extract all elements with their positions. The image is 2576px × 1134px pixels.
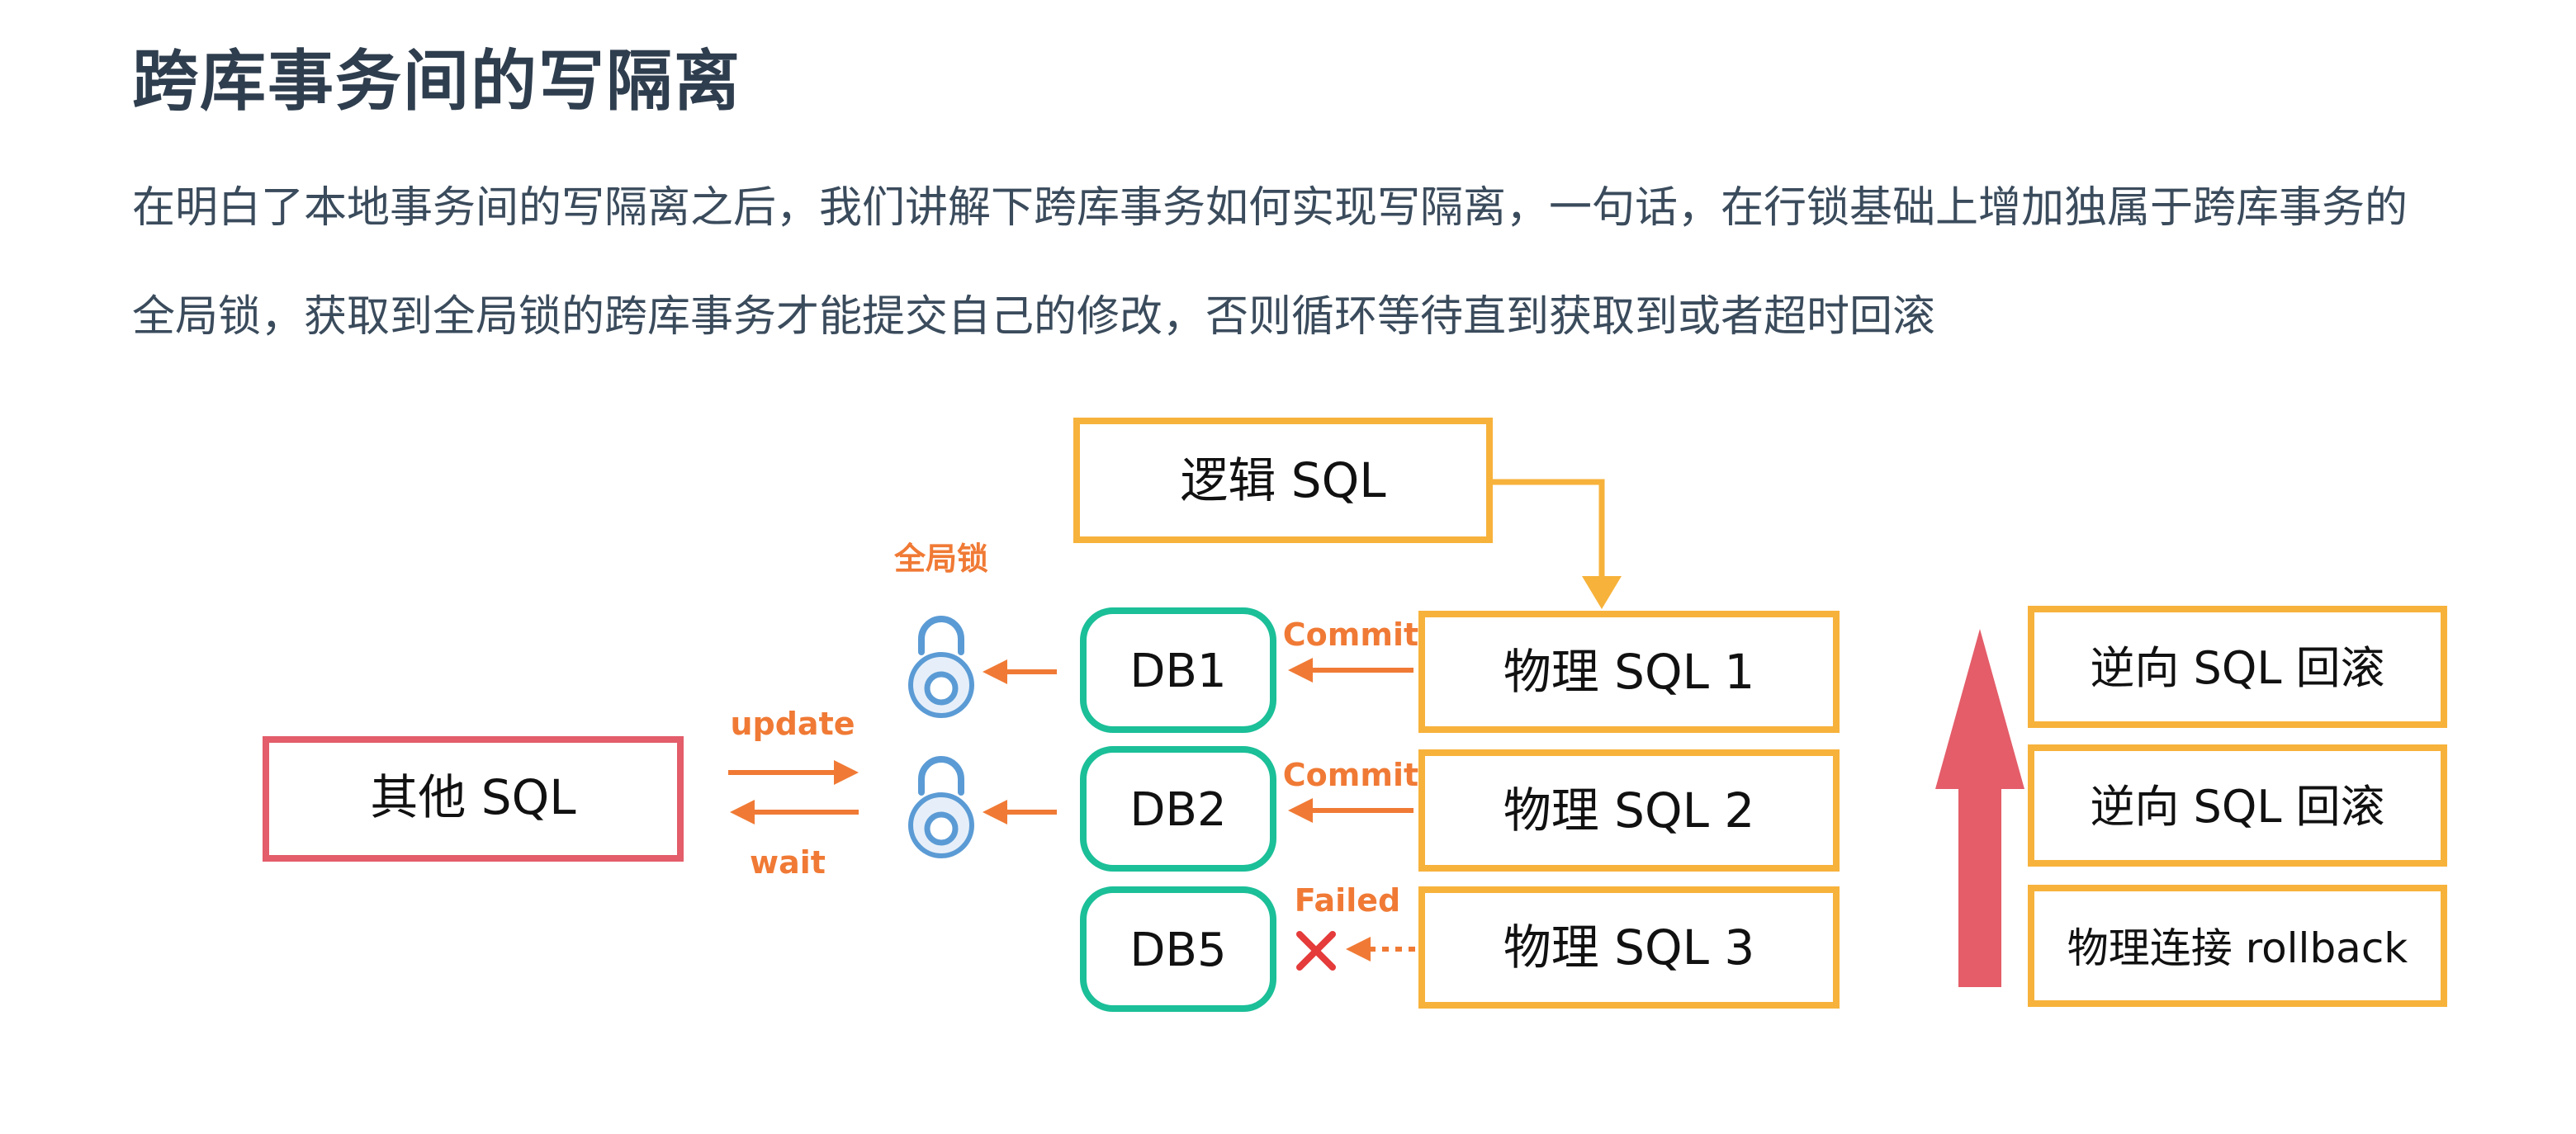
physical-sql-label: 物理 SQL 1 bbox=[1503, 644, 1755, 700]
other-sql-box: 其他 SQL bbox=[263, 736, 684, 862]
rollback-label: 逆向 SQL 回滚 bbox=[2090, 642, 2384, 694]
rollback-label: 物理连接 rollback bbox=[2067, 924, 2408, 972]
global-lock-label: 全局锁 bbox=[893, 541, 988, 577]
physical-sql-box-3: 物理 SQL 3 bbox=[1418, 886, 1840, 1009]
logical-sql-box: 逻辑 SQL bbox=[1073, 418, 1493, 543]
wait-label: wait bbox=[750, 844, 826, 881]
db-box-db2: DB2 bbox=[1080, 746, 1276, 872]
db-label: DB1 bbox=[1129, 645, 1226, 698]
lock-icon bbox=[908, 756, 974, 858]
fail-cross-icon bbox=[1296, 931, 1336, 971]
physical-sql-box-2: 物理 SQL 2 bbox=[1418, 749, 1840, 872]
rollback-box-1: 逆向 SQL 回滚 bbox=[2028, 606, 2447, 728]
logical-sql-label: 逻辑 SQL bbox=[1180, 452, 1385, 508]
paragraph-line-1: 在明白了本地事务间的写隔离之后，我们讲解下跨库事务如何实现写隔离，一句话，在行锁… bbox=[132, 183, 2408, 233]
physical-sql-label: 物理 SQL 2 bbox=[1503, 782, 1755, 839]
physical-sql-label: 物理 SQL 3 bbox=[1503, 919, 1755, 976]
db-label: DB2 bbox=[1129, 783, 1226, 837]
lock-icon bbox=[908, 616, 974, 718]
rollback-label: 逆向 SQL 回滚 bbox=[2090, 781, 2384, 833]
db-label: DB5 bbox=[1129, 924, 1226, 977]
intro-paragraph: 在明白了本地事务间的写隔离之后，我们讲解下跨库事务如何实现写隔离，一句话，在行锁… bbox=[132, 154, 2493, 371]
failed-label: Failed bbox=[1295, 882, 1400, 919]
physical-sql-box-1: 物理 SQL 1 bbox=[1418, 611, 1840, 733]
page-title: 跨库事务间的写隔离 bbox=[132, 43, 741, 120]
db-box-db5: DB5 bbox=[1080, 886, 1276, 1012]
logical-to-physical-connector bbox=[1489, 479, 1622, 609]
commit-label: Commit bbox=[1283, 617, 1418, 653]
paragraph-line-2: 全局锁，获取到全局锁的跨库事务才能提交自己的修改，否则循环等待直到获取到或者超时… bbox=[132, 292, 1936, 342]
rollback-box-3: 物理连接 rollback bbox=[2028, 885, 2447, 1007]
rollback-box-2: 逆向 SQL 回滚 bbox=[2028, 744, 2447, 867]
db-box-db1: DB1 bbox=[1080, 607, 1276, 733]
commit-label: Commit bbox=[1283, 757, 1418, 793]
rollback-direction-arrow bbox=[1935, 629, 2024, 987]
other-sql-label: 其他 SQL bbox=[370, 769, 575, 825]
update-label: update bbox=[730, 706, 855, 742]
